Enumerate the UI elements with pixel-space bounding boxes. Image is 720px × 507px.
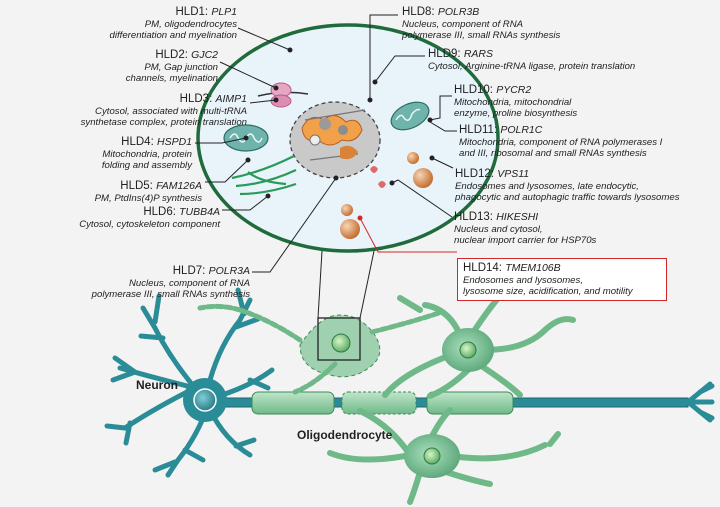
label-hld5: HLD5: FAM126A PM, PtdIns(4)P synthesis xyxy=(60,180,202,204)
label-hld6: HLD6: TUBB4A Cytosol, cytoskeleton compo… xyxy=(50,206,220,230)
label-hld3: HLD3: AIMP1 Cytosol, associated with mul… xyxy=(35,93,247,128)
label-desc: Cytosol, cytoskeleton component xyxy=(79,219,220,231)
label-hld7: HLD7: POLR3A Nucleus, component of RNA p… xyxy=(55,265,250,300)
chromatin-icon xyxy=(301,109,366,161)
label-gene: TUBB4A xyxy=(179,206,220,218)
label-gene: HIKESHI xyxy=(496,211,539,223)
label-desc: Mitochondria, protein xyxy=(102,149,192,161)
label-gene: GJC2 xyxy=(191,49,218,61)
label-gene: AIMP1 xyxy=(215,93,247,105)
label-title: HLD3: xyxy=(179,93,213,105)
label-hld1: HLD1: PLP1 PM, oligodendrocytes differen… xyxy=(40,6,237,41)
label-desc: folding and assembly xyxy=(101,160,192,172)
label-desc: Endosomes and lysosomes, xyxy=(463,275,583,287)
label-gene: POLR3B xyxy=(437,6,480,18)
zoom-box xyxy=(317,317,361,361)
label-title: HLD14: xyxy=(463,262,502,274)
label-title: HLD2: xyxy=(155,49,188,61)
label-gene: PYCR2 xyxy=(496,84,532,96)
mitochondrion-icon xyxy=(390,101,430,131)
lysosome-icon xyxy=(340,152,433,239)
label-title: HLD11: xyxy=(459,124,498,136)
label-title: HLD9: xyxy=(428,48,461,60)
oligodendrocyte-label: Oligodendrocyte xyxy=(297,428,393,442)
oligodendrocyte-cell xyxy=(327,407,561,505)
label-title: HLD10: xyxy=(454,84,493,96)
label-desc: Nucleus, component of RNA xyxy=(402,19,524,31)
neuron-nucleus xyxy=(193,388,217,412)
label-hld8: HLD8: POLR3B Nucleus, component of RNA p… xyxy=(402,6,612,41)
label-hld11: HLD11: POLR1C Mitochondria, component of… xyxy=(459,124,719,159)
label-gene: VPS11 xyxy=(497,168,530,180)
neuron-label: Neuron xyxy=(136,378,178,392)
label-desc: enzyme, proline biosynthesis xyxy=(454,108,578,120)
label-title: HLD8: xyxy=(402,6,435,18)
label-hld9: HLD9: RARS Cytosol, Arginine-tRNA ligase… xyxy=(428,48,708,72)
label-title: HLD1: xyxy=(175,6,209,18)
label-desc: Endosomes and lysosomes, late endocytic, xyxy=(455,181,639,193)
cytoskeleton-icon xyxy=(231,155,297,196)
label-desc: PM, oligodendrocytes xyxy=(144,19,237,31)
label-hld4: HLD4: HSPD1 Mitochondria, protein foldin… xyxy=(70,136,192,171)
zoom-lines xyxy=(317,250,375,319)
label-desc: phagocytic and autophagic traffic toward… xyxy=(455,192,680,204)
label-hld14-highlight: HLD14: TMEM106B Endosomes and lysosomes,… xyxy=(457,258,667,302)
label-title: HLD6: xyxy=(143,206,176,218)
label-gene: FAM126A xyxy=(156,180,202,192)
label-desc: differentiation and myelination xyxy=(109,30,237,42)
label-hld12: HLD12: VPS11 Endosomes and lysosomes, la… xyxy=(455,168,717,203)
label-title: HLD13: xyxy=(454,211,493,223)
label-gene: RARS xyxy=(463,48,493,60)
label-gene: PLP1 xyxy=(211,6,237,18)
label-gene: HSPD1 xyxy=(156,136,192,148)
label-hld13: HLD13: HIKESHI Nucleus and cytosol, nucl… xyxy=(454,211,674,246)
label-desc: Cytosol, associated with multi-tRNA xyxy=(95,106,247,118)
label-desc: Nucleus and cytosol, xyxy=(454,224,543,236)
label-desc: Nucleus, component of RNA xyxy=(128,278,250,290)
label-desc: lysosome size, acidification, and motili… xyxy=(463,286,633,298)
label-desc: nuclear import carrier for HSP70s xyxy=(454,235,597,247)
label-desc: synthetase complex, protein translation xyxy=(80,117,247,129)
leader-lines xyxy=(195,14,457,273)
neuron-cell xyxy=(104,287,275,478)
label-title: HLD12: xyxy=(455,168,494,180)
label-desc: polymerase III, small RNAs synthesis xyxy=(91,289,250,301)
myelin-sheath xyxy=(251,391,514,415)
label-title: HLD4: xyxy=(121,136,154,148)
label-hld2: HLD2: GJC2 PM, Gap junction channels, my… xyxy=(100,49,218,84)
label-title: HLD7: xyxy=(172,265,206,277)
label-desc: Mitochondria, mitochondrial xyxy=(454,97,572,109)
label-desc: Mitochondria, component of RNA polymeras… xyxy=(459,137,663,149)
label-title: HLD5: xyxy=(120,180,153,192)
label-gene: POLR1C xyxy=(500,124,543,136)
label-desc: Cytosol, Arginine-tRNA ligase, protein t… xyxy=(428,61,636,73)
label-gene: POLR3A xyxy=(208,265,250,277)
label-desc: PM, PtdIns(4)P synthesis xyxy=(94,193,202,205)
label-gene: TMEM106B xyxy=(505,262,561,274)
label-desc: polymerase III, small RNAs synthesis xyxy=(402,30,561,42)
oligodendrocyte-cell xyxy=(382,291,576,399)
label-desc: channels, myelination xyxy=(125,73,218,85)
label-desc: PM, Gap junction xyxy=(144,62,218,74)
label-hld10: HLD10: PYCR2 Mitochondria, mitochondrial… xyxy=(454,84,654,119)
label-desc: and III, ribosomal and small RNAs synthe… xyxy=(459,148,647,160)
